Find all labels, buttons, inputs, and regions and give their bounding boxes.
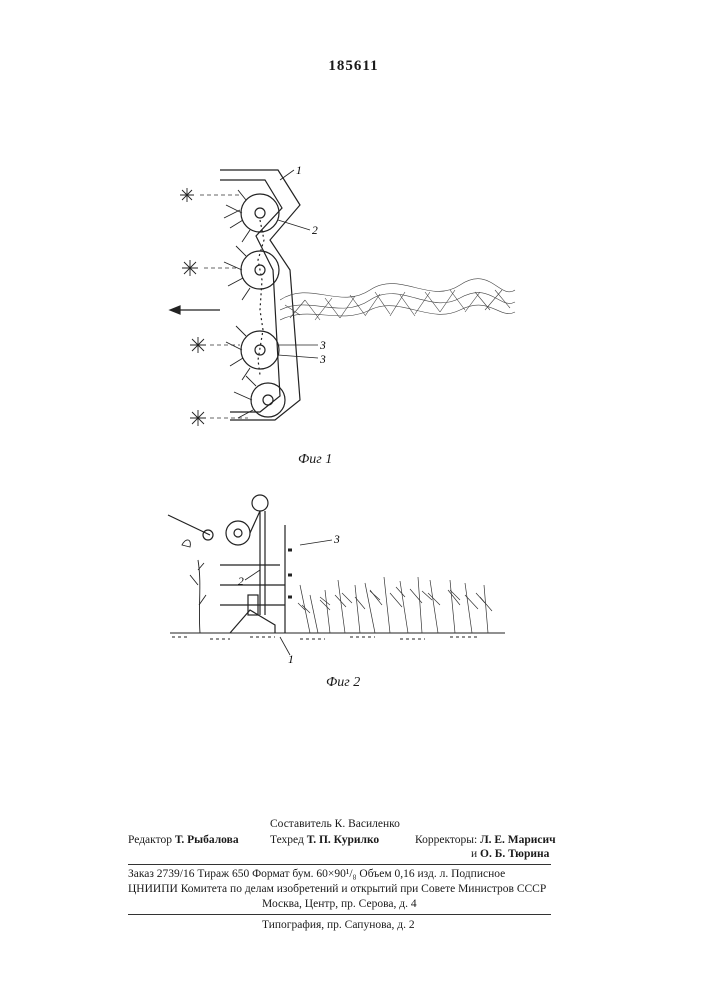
fig2-label-1: 1 [288, 654, 294, 665]
order-line: Заказ 2739/16 Тираж 650 Формат бум. 60×9… [128, 868, 505, 880]
compiler-line: Составитель К. Василенко [270, 818, 400, 830]
corrector-2-prefix: и [471, 848, 477, 860]
corrector-2: О. Б. Тюрина [480, 848, 549, 860]
fig1-label-2: 2 [312, 225, 318, 237]
fig2-label-3: 3 [333, 534, 340, 546]
patent-number: 185611 [0, 58, 707, 75]
fig1-label-1: 1 [296, 165, 302, 177]
divider-top [128, 864, 551, 865]
address-line: Москва, Центр, пр. Серова, д. 4 [262, 898, 417, 910]
techred-name: Т. П. Курилко [307, 834, 379, 846]
fig1-label-3a: 3 [319, 340, 326, 352]
fig1-dash-lines [200, 195, 248, 418]
fig1-stars [180, 188, 206, 426]
direction-arrow [170, 306, 220, 314]
figure-1-caption: Фиг 1 [298, 452, 332, 468]
fig2-windrow [298, 577, 492, 633]
figure-2-caption: Фиг 2 [326, 675, 360, 691]
divider-bottom [128, 914, 551, 915]
rotor-1 [241, 194, 279, 232]
machine-frame [168, 495, 292, 633]
rotor-3 [241, 331, 279, 369]
fig1-windrow-drawing [280, 270, 520, 340]
rotor-4 [251, 383, 285, 417]
standing-plant [182, 540, 206, 633]
institute-line: ЦНИИПИ Комитета по делам изобретений и о… [128, 883, 546, 895]
editor-label: Редактор [128, 834, 172, 846]
fig1-tines [224, 190, 256, 418]
correctors-line: Корректоры: Л. Е. Марисич [415, 834, 556, 846]
fig1-label-3b: 3 [319, 354, 326, 366]
ground-line [170, 633, 505, 639]
correctors-label: Корректоры: [415, 834, 477, 846]
corrector-1: Л. Е. Марисич [480, 834, 556, 846]
techred-line: Техред Т. П. Курилко [270, 834, 379, 846]
printer-line: Типография, пр. Сапунова, д. 2 [262, 919, 415, 931]
editor-name: Т. Рыбалова [175, 834, 239, 846]
figure-2-drawing: 3 2 1 [160, 485, 520, 665]
corrector-2-line: и О. Б. Тюрина [471, 848, 549, 860]
techred-label: Техред [270, 834, 304, 846]
fig1-rotors [241, 194, 285, 417]
editor-line: Редактор Т. Рыбалова [128, 834, 239, 846]
fig2-label-2: 2 [238, 576, 244, 588]
